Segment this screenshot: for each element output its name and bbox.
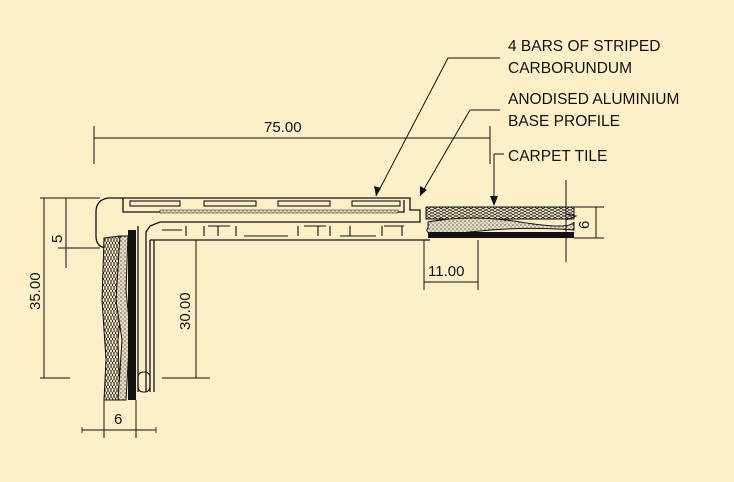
dimension-inner-height	[162, 239, 210, 379]
carborundum-bar-2	[203, 200, 257, 207]
leader-aluminium	[419, 109, 500, 197]
carborundum-bar-4	[351, 200, 401, 207]
annotation-aluminium-line2: BASE PROFILE	[508, 113, 620, 130]
carborundum-bars	[129, 200, 401, 214]
carpet-tile-tread	[425, 206, 578, 238]
annotation-carborundum-line1: 4 BARS OF STRIPED	[508, 38, 660, 55]
dim-label-carpet-thickness: 6	[576, 221, 593, 229]
dim-label-nosing-height: 5	[49, 235, 66, 243]
dimension-nosing-height	[58, 197, 100, 268]
dimension-tread-length	[423, 240, 479, 290]
carborundum-bar-3	[277, 200, 331, 207]
dimension-riser-thickness	[81, 400, 157, 438]
dim-label-riser-thickness: 6	[114, 411, 122, 428]
leader-carborundum	[374, 57, 500, 197]
carborundum-bar-1	[129, 200, 181, 207]
dimension-carpet-thickness	[565, 180, 604, 262]
dim-label-overall-height: 35.00	[27, 272, 44, 310]
dimension-overall-width	[93, 126, 491, 164]
dim-label-tread-length: 11.00	[428, 263, 464, 280]
annotation-aluminium-line1: ANODISED ALUMINIUM	[508, 91, 679, 108]
annotation-carpet: CARPET TILE	[508, 148, 607, 165]
annotation-carborundum-line2: CARBORUNDUM	[508, 60, 632, 77]
dim-label-inner-height: 30.00	[177, 292, 194, 330]
carborundum-strip	[159, 209, 399, 214]
dimension-overall-height	[40, 197, 70, 379]
dim-label-overall-width: 75.00	[264, 119, 302, 136]
leader-carpet	[490, 153, 504, 206]
carpet-tile-riser	[101, 230, 136, 401]
aluminium-base-profile	[95, 197, 430, 393]
